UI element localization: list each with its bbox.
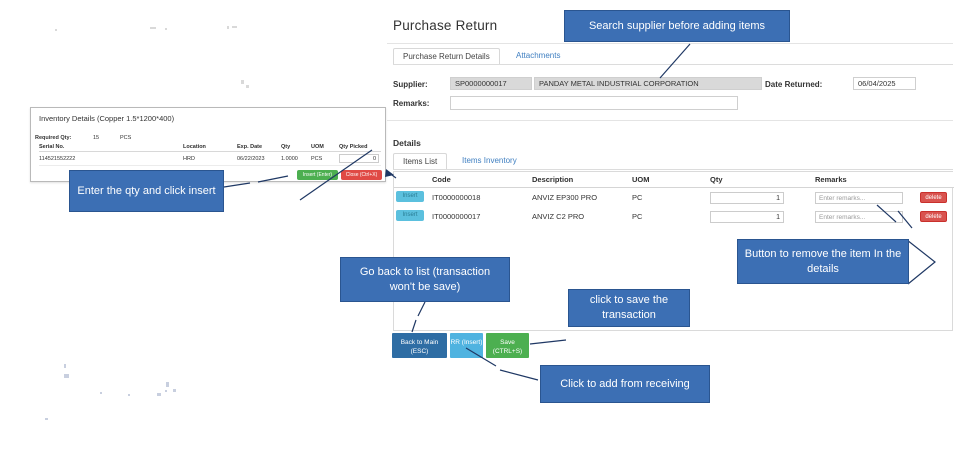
qty-picked-input[interactable]: 0 [339, 154, 379, 163]
scan-artifact [165, 28, 167, 30]
row-insert-button[interactable]: Insert [396, 210, 424, 221]
tab-items-inventory[interactable]: Items Inventory [462, 156, 517, 165]
col-header-qty: Qty [281, 143, 311, 152]
row-insert-button[interactable]: Insert [396, 191, 424, 202]
supplier-code-field[interactable]: SP0000000017 [450, 77, 532, 90]
callout-go-back-to-list: Go back to list (transaction won't be sa… [340, 257, 510, 302]
required-qty-label: Required Qty: [35, 135, 72, 141]
divider [387, 43, 953, 44]
required-qty-value: 15 [93, 135, 100, 141]
scan-artifact [227, 26, 229, 29]
cell-delete: delete [920, 188, 954, 208]
insert-enter-button[interactable]: Insert (Enter) [297, 170, 338, 180]
scan-artifact [157, 393, 161, 396]
col-header-delete [920, 172, 954, 188]
delete-button[interactable]: delete [920, 192, 947, 203]
col-header-location: Location [183, 143, 237, 152]
tab-purchase-return-details[interactable]: Purchase Return Details [393, 48, 500, 65]
callout-search-supplier: Search supplier before adding items [564, 10, 790, 42]
close-ctrlx-button[interactable]: Close (Ctrl+X) [341, 170, 382, 180]
scan-artifact [64, 374, 69, 378]
page-title: Purchase Return [393, 18, 498, 33]
cell-description: ANVIZ EP300 PRO [532, 193, 598, 202]
table-row: Insert IT0000000018 ANVIZ EP300 PRO PC 1… [394, 188, 954, 208]
save-button[interactable]: Save (CTRL+S) [486, 333, 529, 358]
supplier-name-field[interactable]: PANDAY METAL INDUSTRIAL CORPORATION [534, 77, 762, 90]
remarks-input[interactable]: Enter remarks... [815, 210, 903, 223]
cell-uom: PC [632, 212, 643, 221]
supplier-label: Supplier: [393, 80, 428, 89]
callout-remove-item: Button to remove the item In the details [737, 239, 909, 284]
scan-artifact [64, 364, 66, 368]
col-header-exp-date: Exp. Date [237, 143, 281, 152]
col-header-qty: Qty [710, 172, 815, 188]
details-tabs-divider [393, 169, 953, 170]
cell-qty: 1 [710, 188, 815, 208]
callout-save-transaction: click to save the transaction [568, 289, 690, 327]
col-header-insert [394, 172, 432, 188]
table-row: Insert IT0000000017 ANVIZ C2 PRO PC 1 En… [394, 207, 954, 226]
scan-artifact [128, 394, 130, 396]
col-header-serial-no: Serial No. [39, 143, 183, 152]
back-to-main-button[interactable]: Back to Main (ESC) [392, 333, 447, 358]
items-table-element: Code Description UOM Qty Remarks Insert … [394, 172, 954, 226]
rr-button[interactable]: RR (Insert) [450, 333, 483, 358]
callout-add-from-receiving: Click to add from receiving [540, 365, 710, 403]
table-header-row: Serial No. Location Exp. Date Qty UOM Qt… [39, 143, 381, 152]
tabs-divider [393, 64, 953, 65]
scan-artifact [45, 418, 48, 420]
table-row: 114521552222 HRD 06/22/2023 1.0000 PCS 0 [39, 151, 381, 166]
scan-artifact [150, 27, 156, 29]
cell-description: ANVIZ C2 PRO [532, 212, 585, 221]
table-header-row: Code Description UOM Qty Remarks [394, 172, 954, 188]
cell-serial-no: 114521552222 [39, 151, 183, 166]
inventory-serials-table: Serial No. Location Exp. Date Qty UOM Qt… [39, 143, 381, 166]
required-qty-uom: PCS [120, 135, 132, 141]
divider [387, 120, 953, 121]
scan-artifact [166, 382, 169, 387]
cell-insert: Insert [394, 207, 432, 226]
col-header-qty-picked: Qty Picked [339, 143, 381, 152]
col-header-uom: UOM [632, 172, 710, 188]
col-header-description: Description [532, 172, 632, 188]
cell-location: HRD [183, 151, 237, 166]
cell-qty-picked: 0 [339, 151, 381, 166]
leader-line-save [529, 339, 567, 345]
cell-exp-date: 06/22/2023 [237, 151, 281, 166]
scan-artifact [100, 392, 102, 394]
qty-input[interactable]: 1 [710, 210, 784, 223]
cell-uom: PC [632, 193, 643, 202]
qty-input[interactable]: 1 [710, 191, 784, 204]
col-header-uom: UOM [311, 143, 339, 152]
cell-qty: 1.0000 [281, 151, 311, 166]
remarks-input[interactable]: Enter remarks... [815, 191, 903, 204]
cell-insert: Insert [394, 188, 432, 208]
remarks-label: Remarks: [393, 99, 430, 108]
scan-artifact [246, 85, 249, 88]
callout-enter-qty: Enter the qty and click insert [69, 170, 224, 212]
scan-artifact [165, 390, 167, 392]
col-header-code: Code [432, 172, 532, 188]
cell-remarks: Enter remarks... [815, 207, 920, 226]
col-header-remarks: Remarks [815, 172, 920, 188]
details-heading: Details [393, 138, 421, 148]
cell-code: IT0000000018 [432, 193, 481, 202]
date-returned-label: Date Returned: [765, 80, 823, 89]
cell-uom: PCS [311, 151, 339, 166]
scan-artifact [232, 26, 237, 28]
cell-remarks: Enter remarks... [815, 188, 920, 208]
cell-qty: 1 [710, 207, 815, 226]
scan-artifact [55, 29, 57, 31]
tab-items-list[interactable]: Items List [393, 153, 448, 170]
scan-artifact [241, 80, 244, 84]
remarks-field[interactable] [450, 96, 738, 110]
cell-delete: delete [920, 207, 954, 226]
scan-artifact [173, 389, 176, 392]
cell-code: IT0000000017 [432, 212, 481, 221]
date-returned-field[interactable]: 06/04/2025 [853, 77, 916, 90]
tab-attachments[interactable]: Attachments [516, 51, 561, 60]
delete-button[interactable]: delete [920, 211, 947, 222]
inventory-modal-title: Inventory Details (Copper 1.5*1200*400) [39, 114, 175, 123]
